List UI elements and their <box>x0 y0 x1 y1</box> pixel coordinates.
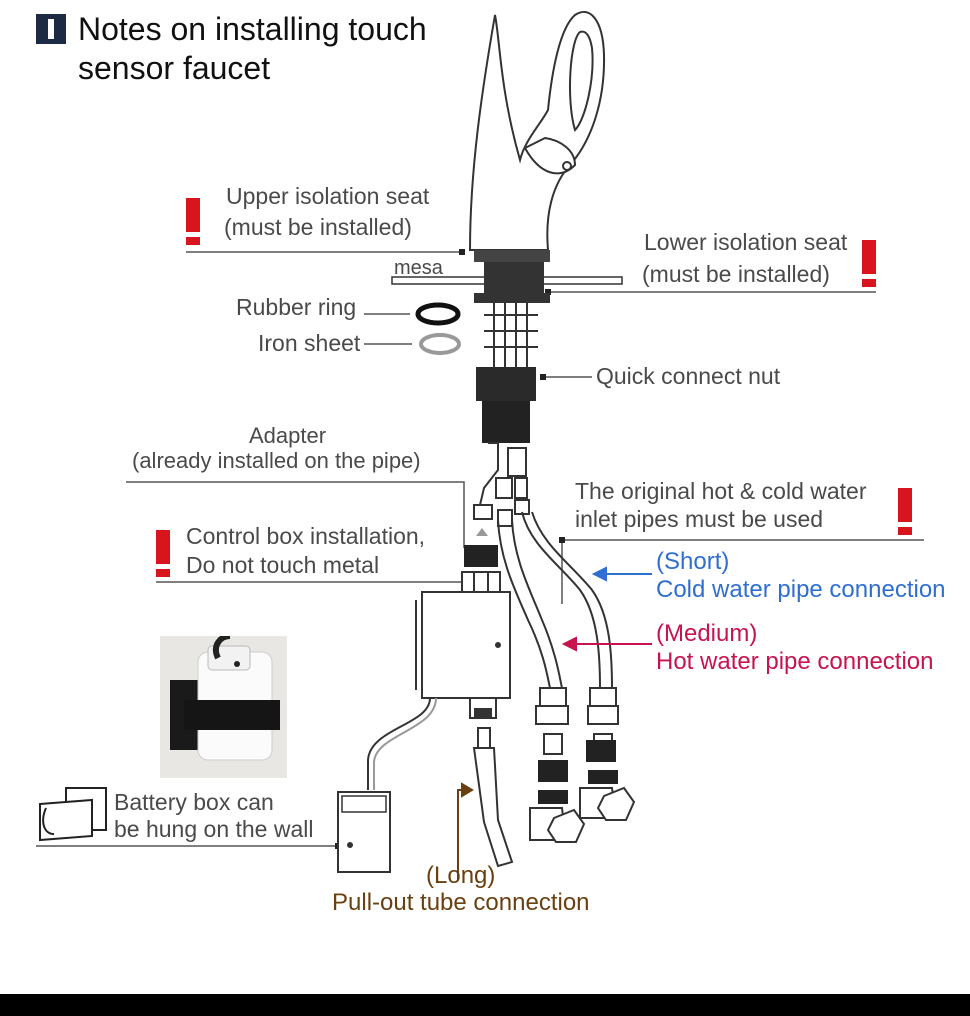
label-pull-out: Pull-out tube connection <box>332 889 590 916</box>
label-quick-connect-nut: Quick connect nut <box>596 363 781 389</box>
label-control-box: Control box installation, <box>186 523 426 549</box>
hot-arrow <box>561 636 652 652</box>
lower-isolation-seat <box>474 293 550 303</box>
footer-bar <box>0 994 970 1016</box>
label-battery-box-note: be hung on the wall <box>114 816 314 842</box>
title-line-2: sensor faucet <box>78 50 271 86</box>
upper-isolation-seat <box>474 250 550 262</box>
label-original-pipes-note: inlet pipes must be used <box>575 506 824 532</box>
label-long: (Long) <box>426 862 496 889</box>
label-adapter-note: (already installed on the pipe) <box>132 448 421 473</box>
label-mesa: mesa <box>394 257 443 279</box>
quick-connect-nut <box>476 367 536 401</box>
label-cold-water: Cold water pipe connection <box>656 576 946 603</box>
pullout-arrow <box>457 782 474 880</box>
page-title: Notes on installing touch sensor faucet <box>78 10 427 88</box>
battery-box-photo <box>160 633 287 778</box>
cold-arrow <box>591 566 652 582</box>
label-upper-isolation-seat-note: (must be installed) <box>224 214 412 240</box>
label-adapter: Adapter <box>249 423 327 448</box>
title-line-1: Notes on installing touch <box>78 11 427 47</box>
label-iron-sheet: Iron sheet <box>258 330 361 356</box>
label-lower-isolation-seat: Lower isolation seat <box>644 229 848 255</box>
label-battery-box: Battery box can <box>114 789 274 815</box>
label-upper-isolation-seat: Upper isolation seat <box>226 183 430 209</box>
rubber-ring <box>415 302 461 326</box>
label-original-pipes: The original hot & cold water <box>575 478 867 504</box>
label-rubber-ring: Rubber ring <box>236 294 357 320</box>
label-control-box-note: Do not touch metal <box>186 552 380 578</box>
label-short: (Short) <box>656 548 730 575</box>
wall-bracket-icon <box>39 787 107 842</box>
label-medium: (Medium) <box>656 620 758 647</box>
warning-square-icon <box>36 14 66 44</box>
label-hot-water: Hot water pipe connection <box>656 648 934 675</box>
faucet-sensor-handle <box>569 30 594 132</box>
label-lower-isolation-seat-note: (must be installed) <box>642 261 830 287</box>
iron-sheet <box>419 333 461 355</box>
leader-adapter <box>126 481 465 548</box>
